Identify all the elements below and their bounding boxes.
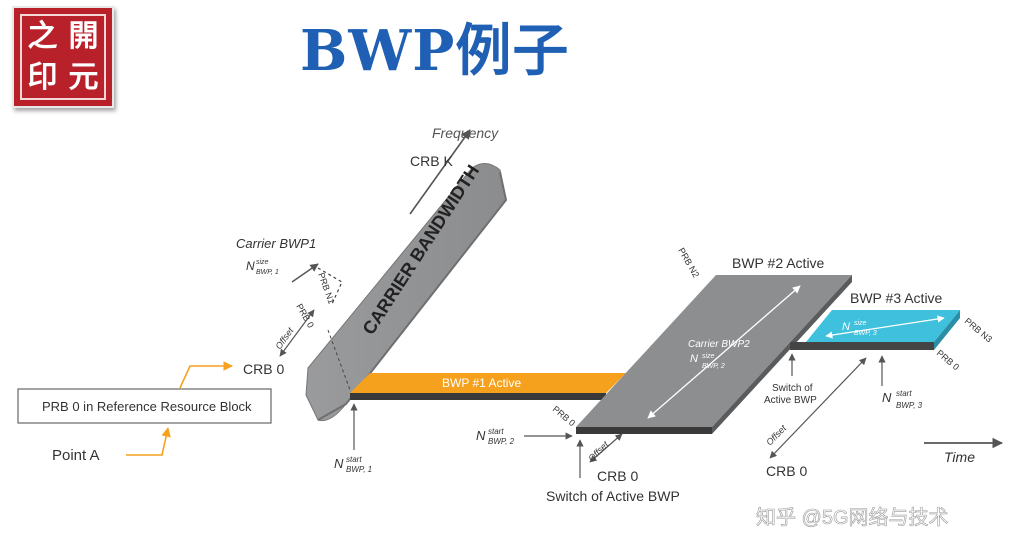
n-size-bwp1-arrow (291, 263, 319, 283)
n-start-bwp3-sup: start (896, 389, 912, 398)
n-start-bwp3: N (882, 390, 892, 405)
n-size-bwp1-sub: BWP, 1 (256, 269, 279, 276)
prb0-bwp1-label: PRB 0 (294, 302, 316, 330)
frequency-label: Frequency (432, 125, 499, 141)
time-label: Time (944, 449, 975, 465)
offset1-label: Offset (273, 325, 295, 351)
switch-active-bwp-label: Switch of Active BWP (546, 488, 680, 504)
seal-char-1: 之 (27, 18, 58, 54)
ref-to-crb0-arrow (179, 361, 233, 389)
bwp2-active-label: BWP #2 Active (732, 255, 825, 271)
prb0-ref-box (17, 388, 272, 424)
n-size-bwp1-sup: size (256, 259, 269, 266)
n-start-bwp2: N (476, 428, 486, 443)
seal-char-3: 印 (27, 59, 58, 95)
n-size-bwp3-sup: size (854, 320, 867, 327)
seal-char-4: 元 (68, 59, 99, 95)
bwp1-dashed-left (327, 329, 351, 391)
carrier-bwp2-label: Carrier BWP2 (688, 339, 750, 350)
prb-n1-label: PRB N1 (316, 271, 337, 305)
bwp1-band (350, 373, 626, 400)
crb0-3-label: CRB 0 (766, 463, 807, 479)
n-size-bwp2-arrow (647, 285, 801, 419)
n-start-bwp1-sup: start (346, 455, 362, 464)
point-a-label: Point A (52, 447, 100, 464)
n-size-bwp2-sub: BWP, 2 (702, 363, 725, 370)
bwp3-active-label: BWP #3 Active (850, 290, 943, 306)
n-size-bwp3-arrow (825, 315, 945, 339)
seal-inner: 之 開 印 元 (20, 14, 106, 100)
bwp1-active-label: BWP #1 Active (442, 376, 521, 390)
watermark: 知乎 @5G网络与技术 (756, 506, 949, 529)
offset2-label: Offset (586, 439, 610, 463)
n-size-bwp2: N (690, 353, 698, 365)
switch-of-label: Switch of (772, 383, 813, 394)
n-start-bwp1-sub: BWP, 1 (346, 465, 372, 474)
n-size-bwp3-sub: BWP, 3 (854, 330, 877, 337)
page-title: BWP例子 (300, 18, 570, 84)
prb0-bwp2-label: PRB 0 (551, 404, 577, 428)
n-size-bwp1: N (246, 259, 255, 273)
crb0-2-label: CRB 0 (597, 468, 638, 484)
seal-logo: 之 開 印 元 (12, 6, 114, 108)
seal-char-2: 開 (68, 18, 99, 54)
offset1-arrow (279, 309, 315, 357)
n-start-bwp3-sub: BWP, 3 (896, 401, 923, 410)
n-size-bwp2-sup: size (702, 353, 715, 360)
n-start-bwp2-sub: BWP, 2 (488, 437, 515, 446)
carrier-bwp1-label: Carrier BWP1 (236, 236, 316, 251)
n-start-bwp1: N (334, 456, 344, 471)
prb0-bwp3-label: PRB 0 (935, 348, 961, 372)
n-start-bwp2-sup: start (488, 427, 504, 436)
crb0-main-label: CRB 0 (243, 361, 284, 377)
bwp1-dashed-right (317, 267, 343, 305)
crb-k-label: CRB K (410, 153, 453, 169)
prb-n2-label: PRB N2 (676, 246, 701, 279)
frequency-axis-arrow (409, 129, 471, 215)
active-bwp-label: Active BWP (764, 395, 817, 406)
offset3-arrow (769, 357, 867, 459)
offset3-label: Offset (764, 423, 788, 448)
point-a-arrow (126, 427, 171, 456)
offset2-arrow (589, 433, 623, 463)
prb-n3-label: PRB N3 (963, 316, 994, 345)
carrier-bandwidth-bar (305, 163, 508, 422)
n-size-bwp3: N (842, 321, 850, 333)
prb0-ref-label: PRB 0 in Reference Resource Block (42, 399, 252, 414)
